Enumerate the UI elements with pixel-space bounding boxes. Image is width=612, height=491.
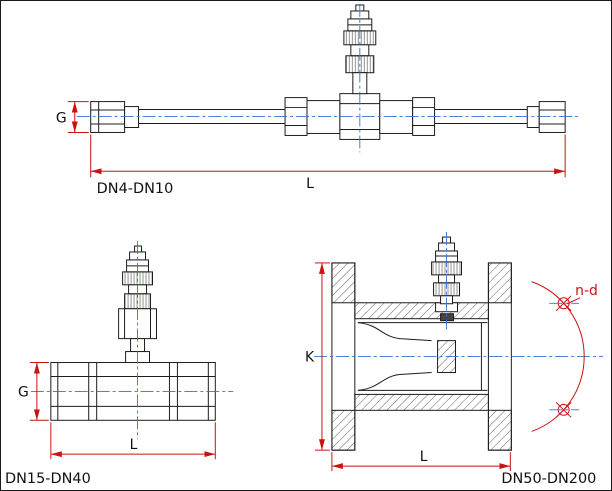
range-label-dn50-dn200: DN50-DN200 (501, 471, 596, 487)
dim-label-g-bottom-left: G (18, 384, 29, 400)
meter-body-dn50 (331, 262, 512, 451)
bolt-hole-leader-line (566, 297, 581, 305)
dim-label-l-top: L (306, 176, 314, 192)
dimension-k: K (305, 262, 330, 451)
dim-label-n-d: n-d (575, 283, 598, 299)
dim-label-l-bottom-left: L (130, 437, 138, 453)
view-dn50-dn200: n-d K L DN50-DN200 (305, 232, 604, 487)
dimension-l-bottom-right: L (331, 449, 511, 472)
dim-label-l-bottom-right: L (420, 449, 428, 465)
dim-label-g-top: G (56, 111, 67, 127)
view-dn4-dn10: G L DN4-DN10 (56, 3, 580, 197)
view-dn15-dn40: G L DN15-DN40 (5, 241, 234, 487)
dimension-l-bottom-left: L (50, 422, 216, 460)
dimension-g-bottom-left: G (18, 362, 49, 421)
dimension-l-top: L (90, 134, 566, 192)
dimension-g-top: G (56, 101, 89, 133)
range-label-dn4-dn10: DN4-DN10 (97, 181, 174, 197)
dim-label-k: K (305, 350, 315, 366)
sensor-seal (440, 313, 455, 322)
range-label-dn15-dn40: DN15-DN40 (5, 471, 91, 487)
bolt-circle: n-d (531, 281, 598, 432)
